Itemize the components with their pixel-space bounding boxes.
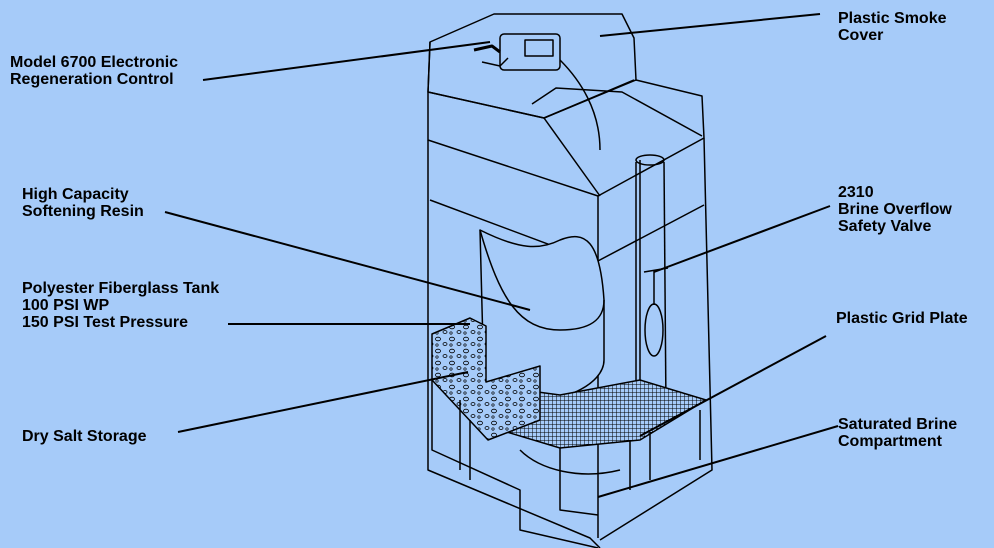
- leader-salt-storage: [177, 371, 469, 433]
- leader-resin: [164, 211, 531, 311]
- leader-model-control: [202, 41, 491, 81]
- label-dry-salt-storage: Dry Salt Storage: [22, 428, 147, 445]
- label-grid-plate: Plastic Grid Plate: [836, 310, 968, 327]
- label-brine-overflow-valve: 2310 Brine Overflow Safety Valve: [838, 184, 952, 235]
- leader-brine-compartment: [597, 425, 839, 498]
- label-softening-resin: High Capacity Softening Resin: [22, 186, 144, 220]
- resin-tank: [479, 229, 605, 402]
- leader-brine-valve: [653, 205, 831, 273]
- softener-cabinet: [427, 13, 713, 548]
- label-fiberglass-tank: Polyester Fiberglass Tank 100 PSI WP 150…: [22, 280, 220, 331]
- leader-grid-plate: [639, 335, 827, 437]
- leader-lines: [164, 13, 839, 498]
- label-model-control: Model 6700 Electronic Regeneration Contr…: [10, 54, 179, 88]
- salt-block: [431, 317, 541, 441]
- float: [644, 303, 664, 357]
- label-saturated-brine: Saturated Brine Compartment: [838, 416, 958, 450]
- leader-smoke-cover: [599, 13, 821, 37]
- label-smoke-cover: Plastic Smoke Cover: [838, 10, 947, 44]
